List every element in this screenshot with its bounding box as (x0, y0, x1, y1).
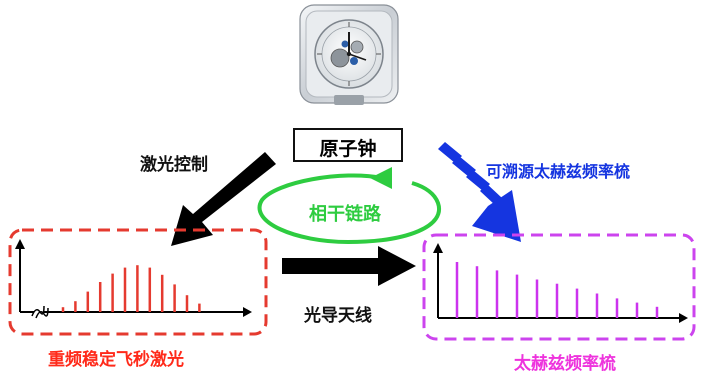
atomic-clock-icon (299, 4, 399, 105)
antenna-arrow (282, 246, 416, 286)
thz-comb-lines (455, 262, 659, 318)
traceable-thz-arrow (438, 142, 521, 242)
traceable-thz-comb-label: 可溯源太赫兹频率梳 (486, 162, 631, 181)
fs-laser-plot (15, 239, 252, 319)
laser-control-label: 激光控制 (140, 155, 208, 175)
fs-laser-axis-break (31, 305, 49, 319)
cycle-arrowhead (370, 167, 392, 189)
fs-laser-y-arrowhead (15, 239, 25, 249)
thz-comb-plot (433, 243, 688, 323)
thz-comb-y-arrowhead (433, 243, 443, 253)
atomic-clock-label: 原子钟 (319, 138, 377, 160)
thz-comb-panel (422, 233, 696, 341)
atomic-clock-box (293, 128, 403, 162)
photoconductive-antenna-label: 光导天线 (304, 306, 372, 326)
coherent-link-label: 相干链路 (309, 204, 381, 225)
coherent-link-cycle (257, 167, 442, 245)
thz-comb-caption: 太赫兹频率梳 (514, 354, 616, 374)
fs-laser-comb-lines (61, 265, 201, 312)
fs-laser-caption: 重频稳定飞秒激光 (48, 350, 184, 370)
fs-laser-panel (8, 228, 268, 336)
fs-laser-x-arrowhead (243, 307, 252, 317)
thz-comb-x-arrowhead (679, 313, 688, 323)
laser-control-arrow (171, 152, 276, 246)
